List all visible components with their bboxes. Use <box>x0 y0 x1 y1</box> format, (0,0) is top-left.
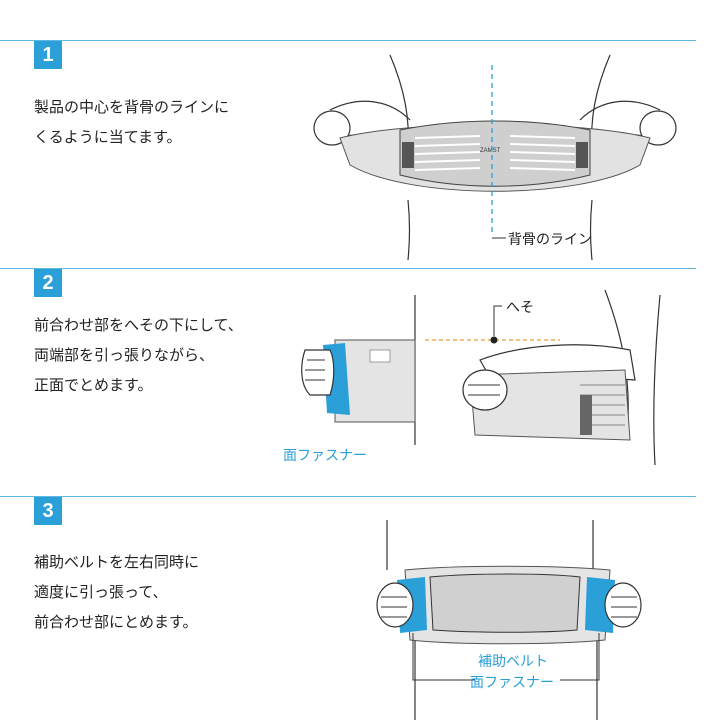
step-2-hook-fastener-label: 面ファスナー <box>283 448 367 464</box>
step-2-line-3: 正面でとめます。 <box>34 376 153 394</box>
aux-belt-label: 補助ベルト <box>478 654 548 670</box>
step-1-number: 1 <box>34 41 62 69</box>
step-2-divider <box>0 268 696 269</box>
step-1-divider <box>0 40 696 41</box>
step-2-line-2: 両端部を引っ張りながら、 <box>34 346 215 364</box>
step-2-left-illustration <box>301 295 416 445</box>
spine-line-label: 背骨のライン <box>508 232 592 248</box>
brand-mark: ZAMST <box>480 148 501 154</box>
step-1-line-2: くるように当てます。 <box>34 128 182 146</box>
step-3-hook-fastener-label: 面ファスナー <box>470 675 554 691</box>
step-2-instructions: 前合わせ部をへその下にして、 両端部を引っ張りながら、 正面でとめます。 <box>34 310 243 400</box>
navel-dot <box>490 336 498 344</box>
step-1-back-illustration: ZAMST <box>313 54 677 260</box>
step-3-divider <box>0 496 696 497</box>
step-2-number: 2 <box>34 269 62 297</box>
step-3-line-2: 適度に引っ張って、 <box>34 583 168 601</box>
step-3-front-illustration <box>376 520 642 720</box>
step-3-line-1: 補助ベルトを左右同時に <box>34 553 200 571</box>
step-1-instructions: 製品の中心を背骨のラインに くるように当てます。 <box>34 92 229 152</box>
step-3-instructions: 補助ベルトを左右同時に 適度に引っ張って、 前合わせ部にとめます。 <box>34 547 199 637</box>
step-3-number: 3 <box>34 497 62 525</box>
navel-label: へそ <box>506 300 534 316</box>
step-2-line-1: 前合わせ部をへその下にして、 <box>34 316 243 334</box>
step-3-line-3: 前合わせ部にとめます。 <box>34 613 198 631</box>
step-1-line-1: 製品の中心を背骨のラインに <box>34 98 230 116</box>
step-2-right-illustration <box>425 290 661 466</box>
